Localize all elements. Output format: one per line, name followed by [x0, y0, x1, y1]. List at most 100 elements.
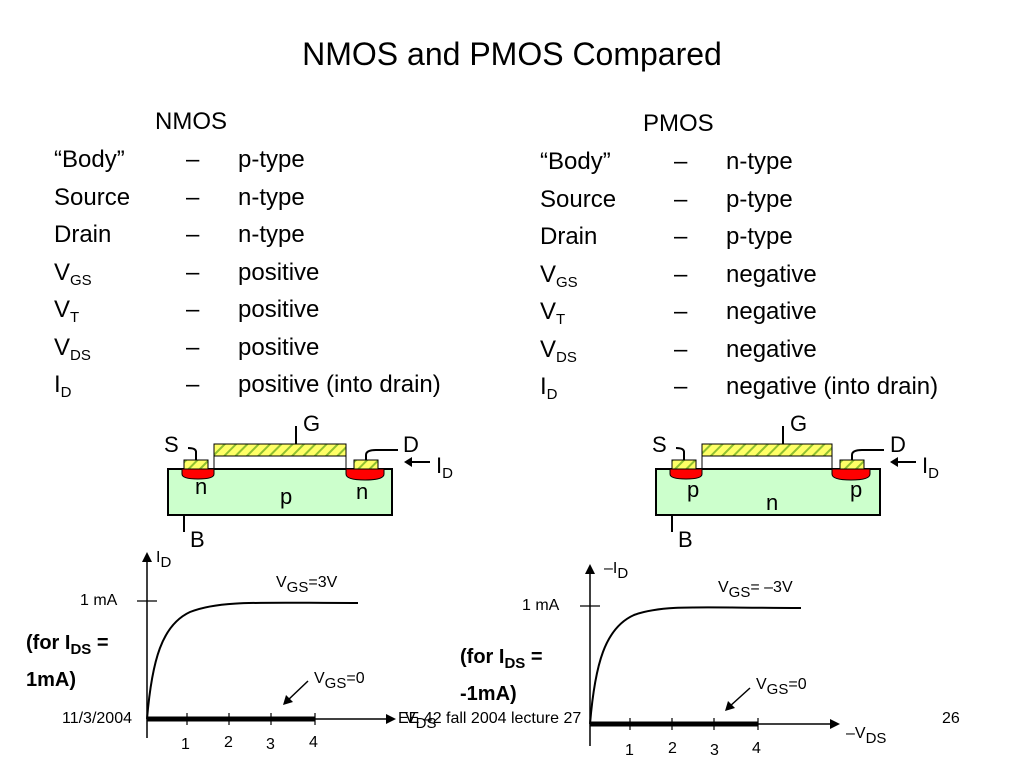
pmos-drain-implant [831, 468, 871, 481]
pmos-row-name: Source [540, 185, 617, 213]
pmos-curve-label: VGS= –3V [718, 579, 793, 601]
nmos-row-value: positive [238, 296, 320, 323]
pmos-x-tick-3: 3 [710, 742, 719, 759]
nmos-id-label: ID [436, 453, 453, 482]
pmos-row-dash: – [674, 260, 688, 288]
nmos-x-tick-3: 3 [266, 736, 275, 753]
pmos-x-tick-4: 4 [752, 740, 761, 757]
slide-title: NMOS and PMOS Compared [302, 36, 722, 72]
nmos-body-region-label: p [280, 484, 293, 509]
nmos-row-name: Source [54, 183, 131, 211]
pmos-iv-curve [589, 606, 802, 725]
nmos-gate-label: G [303, 411, 321, 436]
pmos-row-dash: – [674, 298, 688, 325]
nmos-row-value: n-type [238, 221, 305, 248]
nmos-row-value: n-type [238, 183, 305, 211]
pmos-row-value: negative [726, 260, 817, 288]
pmos-row-value: p-type [726, 185, 793, 213]
nmos-body-label: B [190, 527, 205, 552]
nmos-row-value: positive [238, 333, 320, 361]
pmos-drain-contact [839, 459, 865, 470]
pmos-row-name: VDS [540, 335, 577, 366]
pmos-drain-label: D [890, 432, 906, 457]
pmos-id-label: ID [922, 453, 939, 482]
nmos-x-axis-label: VDS [405, 710, 437, 732]
nmos-drain-region-label: n [356, 479, 369, 504]
pmos-heading: PMOS [643, 110, 714, 137]
pmos-y-tick-label: 1 mA [522, 597, 560, 614]
pmos-row-value: p-type [726, 223, 793, 250]
nmos-row-name: Drain [54, 221, 112, 248]
pmos-row-value: negative [726, 335, 817, 363]
pmos-row-dash: – [674, 148, 688, 175]
nmos-drain-implant [345, 468, 385, 481]
nmos-curve-label: VGS=3V [276, 574, 338, 596]
pmos-x-tick-1: 1 [625, 742, 634, 759]
nmos-row-value: positive (into drain) [238, 371, 441, 398]
nmos-row-value: positive [238, 258, 320, 286]
pmos-row-name: VT [540, 298, 566, 328]
nmos-drain-lead [365, 449, 398, 460]
nmos-gate [213, 443, 347, 457]
pmos-source-label: S [652, 432, 667, 457]
nmos-source-label: S [164, 432, 179, 457]
footer-course: EE 42 fall 2004 lecture 27 [398, 710, 582, 727]
nmos-row-dash: – [186, 296, 200, 323]
nmos-note: (for IDS =1mA) [26, 632, 109, 691]
pmos-drain-lead [851, 449, 884, 460]
pmos-row-dash: – [674, 185, 688, 213]
nmos-heading: NMOS [155, 108, 227, 135]
pmos-row-dash: – [674, 373, 688, 400]
pmos-row-dash: – [674, 223, 688, 250]
pmos-body-label: B [678, 527, 693, 552]
pmos-row-value: negative [726, 298, 817, 325]
nmos-row-dash: – [186, 183, 200, 211]
nmos-source-implant [181, 468, 215, 480]
pmos-source-region-label: p [687, 477, 700, 502]
nmos-row-dash: – [186, 371, 200, 398]
nmos-source-contact [183, 459, 209, 470]
pmos-y-axis-label: –ID [604, 560, 629, 582]
nmos-row-name: VGS [54, 258, 92, 289]
nmos-x-tick-4: 4 [309, 734, 318, 751]
nmos-row-name: ID [54, 371, 72, 401]
pmos-zero-label: VGS=0 [756, 676, 807, 698]
pmos-body-region-label: n [766, 490, 779, 515]
pmos-source-implant [669, 468, 703, 480]
nmos-y-tick-label: 1 mA [80, 592, 118, 609]
pmos-gate [701, 443, 833, 457]
pmos-source-contact [671, 459, 697, 470]
nmos-x-tick-1: 1 [181, 736, 190, 753]
pmos-row-name: ID [540, 373, 558, 403]
pmos-source-lead [675, 447, 685, 460]
pmos-note: (for IDS =-1mA) [460, 646, 543, 705]
nmos-row-name: VT [54, 296, 80, 326]
pmos-row-dash: – [674, 335, 688, 363]
pmos-row-value: negative (into drain) [726, 373, 939, 400]
nmos-row-dash: – [186, 333, 200, 361]
nmos-source-region-label: n [195, 474, 208, 499]
pmos-row-value: n-type [726, 148, 793, 175]
pmos-row-name: “Body” [540, 148, 611, 175]
pmos-zero-pointer [728, 687, 751, 708]
nmos-row-dash: – [186, 258, 200, 286]
pmos-x-tick-2: 2 [668, 740, 677, 757]
nmos-drain-contact [353, 459, 379, 470]
footer-page-number: 26 [942, 710, 960, 727]
nmos-row-name: VDS [54, 333, 91, 364]
nmos-x-tick-2: 2 [224, 734, 233, 751]
pmos-x-axis-label: –VDS [846, 725, 887, 747]
nmos-source-lead [187, 447, 197, 460]
footer-date: 11/3/2004 [62, 710, 132, 727]
nmos-row-dash: – [186, 146, 200, 173]
nmos-row-dash: – [186, 221, 200, 248]
nmos-zero-label: VGS=0 [314, 670, 365, 692]
nmos-row-value: p-type [238, 146, 305, 173]
pmos-drain-region-label: p [850, 477, 863, 502]
nmos-y-axis-label: ID [156, 549, 172, 571]
pmos-row-name: VGS [540, 260, 578, 291]
nmos-drain-label: D [403, 432, 419, 457]
pmos-row-name: Drain [540, 223, 598, 250]
nmos-zero-pointer [286, 680, 309, 702]
nmos-row-name: “Body” [54, 146, 125, 173]
